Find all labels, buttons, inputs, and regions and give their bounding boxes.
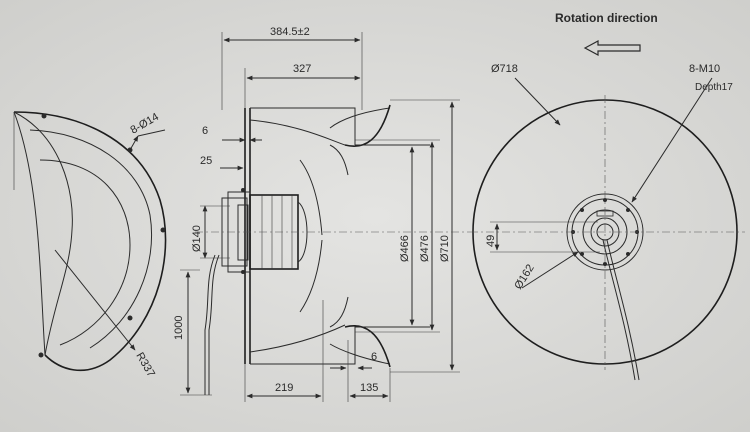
dim-135-label: 135 [360, 382, 378, 394]
inlet-dia-466-label: Ø466 [399, 235, 411, 262]
rotation-direction-title: Rotation direction [555, 11, 658, 25]
dim-49-label: 49 [485, 235, 497, 247]
rotation-arrow-icon [583, 39, 641, 57]
overall-length-label: 384.5±2 [270, 26, 310, 38]
cable-length-label: 1000 [173, 316, 185, 340]
offset-25-label: 25 [200, 155, 212, 167]
outer-dia-710-label: Ø710 [439, 235, 451, 262]
inlet-dia-476-label: Ø476 [419, 235, 431, 262]
offset-6-bottom-label: 6 [371, 351, 377, 363]
holes-front-label: 8-M10 [689, 63, 720, 75]
fan-section-view: 384.5±2 327 6 25 [173, 26, 470, 402]
offset-6-top-label: 6 [202, 125, 208, 137]
impeller-length-label: 327 [293, 63, 311, 75]
motor-dia-label: Ø140 [191, 225, 203, 252]
outer-dia-718-label: Ø718 [491, 63, 518, 75]
dim-219-label: 219 [275, 382, 293, 394]
holes-depth-label: Depth17 [695, 82, 733, 93]
